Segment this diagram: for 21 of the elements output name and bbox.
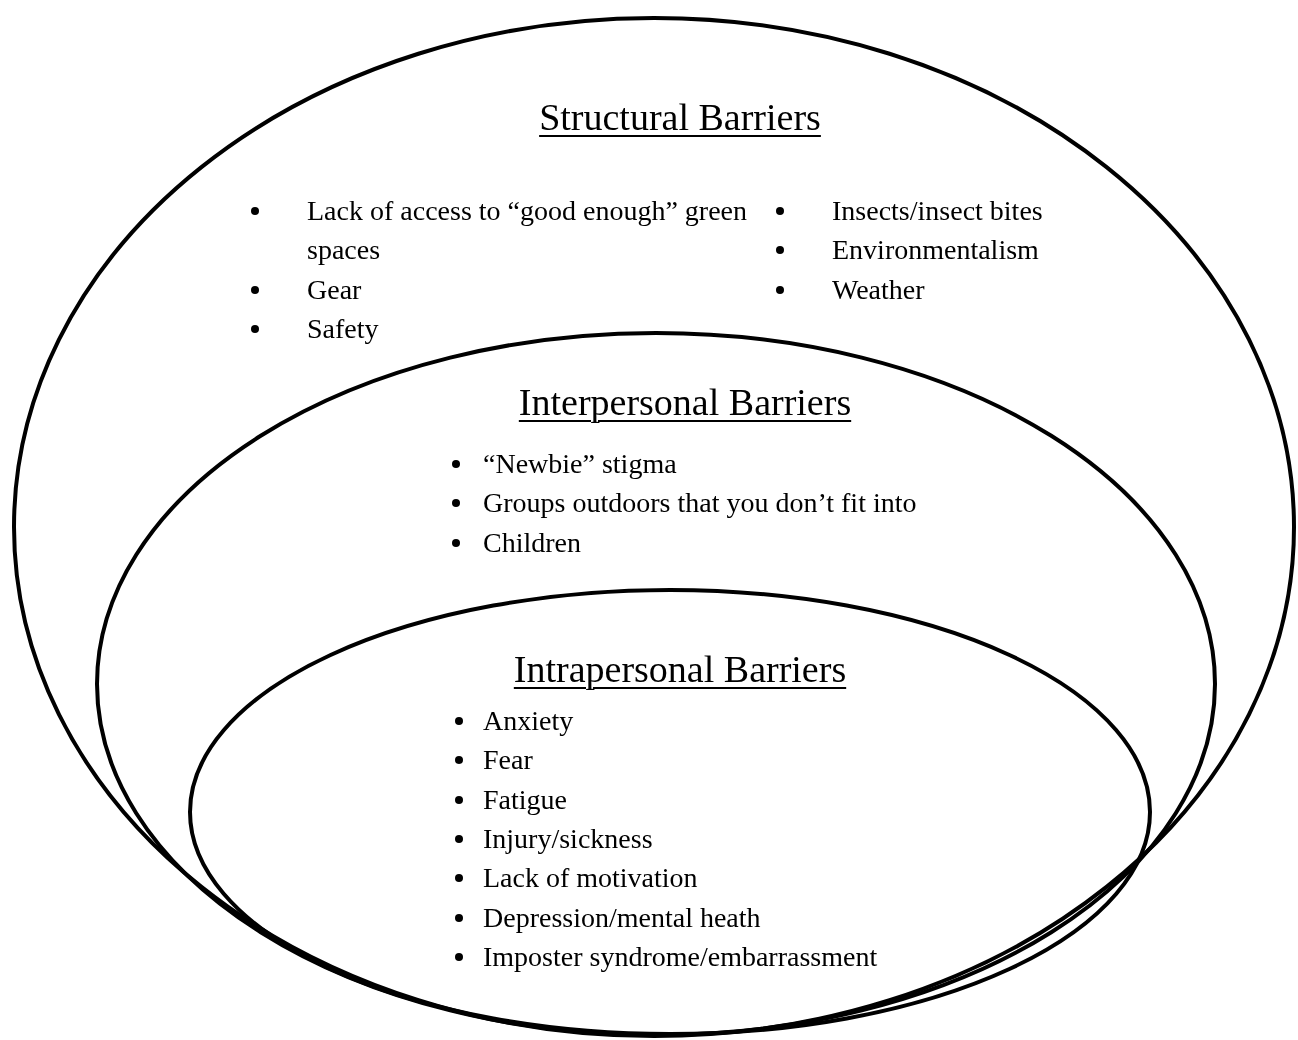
heading: Intrapersonal Barriers [513, 647, 847, 691]
list-item: Groups outdoors that you don’t fit into [483, 486, 918, 521]
list-item: Fatigue [483, 782, 568, 817]
heading: Interpersonal Barriers [518, 380, 852, 424]
list-item: Anxiety [483, 704, 575, 738]
heading: Structural Barriers [539, 95, 821, 139]
list-item: Children [483, 525, 582, 560]
list-item: Safety [307, 311, 380, 346]
list-item: Weather [832, 272, 926, 307]
list-item: Insects/insect bites [832, 194, 1044, 228]
list-item: Lack of access to “good enough” green spaces [307, 194, 749, 267]
ellipse-region [14, 18, 1294, 1036]
list-item: Lack of motivation [483, 861, 699, 896]
list-item: Depression/mental heath [483, 900, 762, 935]
list-item: “Newbie” stigma [483, 447, 678, 481]
ellipse-region [190, 590, 1150, 1034]
list-item: Injury/sickness [483, 821, 654, 856]
list-item: Environmentalism [832, 233, 1040, 268]
list-item: Gear [307, 272, 363, 307]
list-item: Imposter syndrome/embarrassment [483, 939, 879, 974]
list-item: Fear [483, 743, 534, 778]
